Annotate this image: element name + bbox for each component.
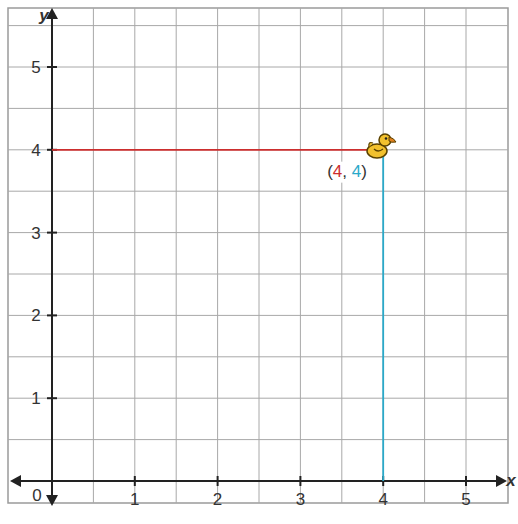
axes [16,14,500,500]
axis-arrowheads [10,8,507,506]
axis-name: y [39,7,48,24]
coordinate-text: , [342,162,351,181]
tick-label: 1 [31,390,40,407]
vertical-guide [382,150,384,481]
coordinate-text: 4 [333,162,342,181]
coordinate-text: ) [361,162,367,181]
tick-label: 5 [461,491,470,508]
tick-label: 4 [378,491,387,508]
duck-icon [367,134,396,158]
grid-border [8,8,508,503]
axis-name: x [506,472,515,489]
point-label: (4, 4) [324,162,370,183]
tick-label: 2 [213,491,222,508]
tick-label: 3 [31,224,40,241]
coordinate-text: ( [327,162,333,181]
tick-label: 2 [31,307,40,324]
coordinate-text: 4 [352,162,361,181]
grid-lines [8,8,508,503]
tick-label: 1 [130,491,139,508]
tick-marks [47,67,466,486]
tick-label: 4 [31,141,40,158]
tick-label: 3 [296,491,305,508]
origin-label: 0 [32,487,41,504]
tick-label: 5 [31,59,40,76]
horizontal-guide [52,149,383,151]
